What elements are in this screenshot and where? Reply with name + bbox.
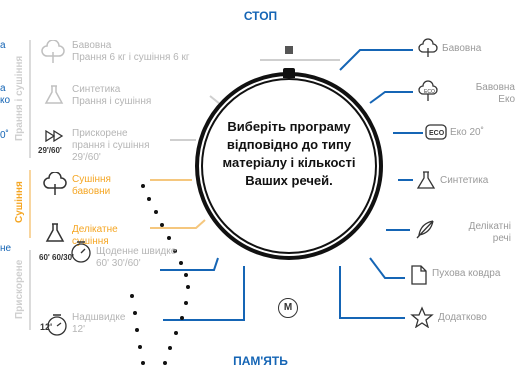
left-program-daily-sub: 60' 30'/60' [96,258,141,269]
tab-wash-dry[interactable]: Прання і сушіння [14,55,25,141]
svg-text:ECO: ECO [424,89,435,95]
program-synthetic[interactable]: Синтетика [440,175,489,186]
svg-text:ECO: ECO [429,130,445,137]
left-program-cotton[interactable]: Бавовна Прання 6 кг і сушіння 6 кг [72,40,262,64]
left-program-synthetic[interactable]: Синтетика Прання і сушіння [72,84,222,108]
program-cotton[interactable]: Бавовна [442,43,482,54]
synthetic-flask-icon [416,170,436,190]
program-eco20[interactable]: Еко 20˚ [450,127,484,138]
edge-text-3: ко [0,95,11,106]
eco20-icon: ECO [425,124,447,140]
left-program-synthetic-sub: Прання і сушіння [72,96,152,107]
left-program-super-sub: 12' [72,324,86,335]
left-program-delicate-sub: сушіння [72,236,109,247]
left-program-fast-time: 29'/60' [72,152,101,163]
tab-quick[interactable]: Прискорене [14,259,25,319]
left-program-delicate-dry[interactable]: Делікатне сушіння [72,224,162,248]
fast-wash-badge: 29'/60' [38,146,62,155]
tab-drying[interactable]: Сушіння [14,181,25,223]
dial-message: Виберіть програму відповідно до типу мат… [222,119,356,188]
stop-label: СТОП [243,9,278,23]
dial-indicator [283,68,295,78]
cotton-icon [42,172,68,196]
program-cotton-eco[interactable]: Бавовна Еко [475,82,515,105]
fast-forward-icon [44,130,66,142]
stop-button[interactable] [285,46,293,54]
program-dial-ring [201,78,377,254]
edge-text-2: а [0,83,6,94]
synthetic-flask-icon [44,222,66,244]
memory-button[interactable]: M [278,298,298,318]
left-program-delicate-title: Делікатне [72,224,118,235]
cotton-icon [417,38,439,58]
program-duvet[interactable]: Пухова ковдра [432,268,501,279]
left-program-daily-quick[interactable]: Щоденне швидке 60' 30'/60' [96,246,206,270]
edge-text-4: 0˚ [0,130,9,141]
left-program-daily-title: Щоденне швидке [96,246,177,257]
left-program-super-title: Надшвидке [72,312,126,323]
duvet-icon [410,264,428,286]
timer-12-icon: 12' [40,312,68,338]
timer-icon [70,240,92,264]
left-program-fast-wash[interactable]: Прискорене прання і сушіння 29'/60' [72,128,212,164]
left-program-super-quick[interactable]: Надшвидке 12' [72,312,182,336]
program-extra[interactable]: Додатково [438,312,487,323]
edge-text-1: а [0,40,6,51]
delicate-feather-icon [414,218,436,240]
left-program-dry-cotton-title: Сушіння [72,174,111,185]
program-delicate[interactable]: Делікатні речі [468,221,511,244]
left-program-dry-cotton-sub: бавовни [72,186,111,197]
left-program-fast-title: Прискорене [72,128,128,139]
cotton-eco-icon: ECO [417,80,439,102]
edge-text-5: не [0,243,12,254]
memory-label: ПАМ'ЯТЬ [233,354,288,368]
left-program-dry-cotton[interactable]: Сушіння бавовни [72,174,162,198]
left-program-cotton-sub: Прання 6 кг і сушіння 6 кг [72,52,190,63]
extra-star-icon [410,306,434,328]
svg-text:12': 12' [40,322,52,332]
tab-dividers [29,40,31,330]
left-program-fast-sub: прання і сушіння [72,140,150,151]
left-program-cotton-title: Бавовна [72,40,112,51]
synthetic-flask-icon [43,84,65,106]
daily-quick-badge: 60' 60/30' [39,253,74,262]
left-program-synthetic-title: Синтетика [72,84,121,95]
cotton-icon [40,40,66,64]
